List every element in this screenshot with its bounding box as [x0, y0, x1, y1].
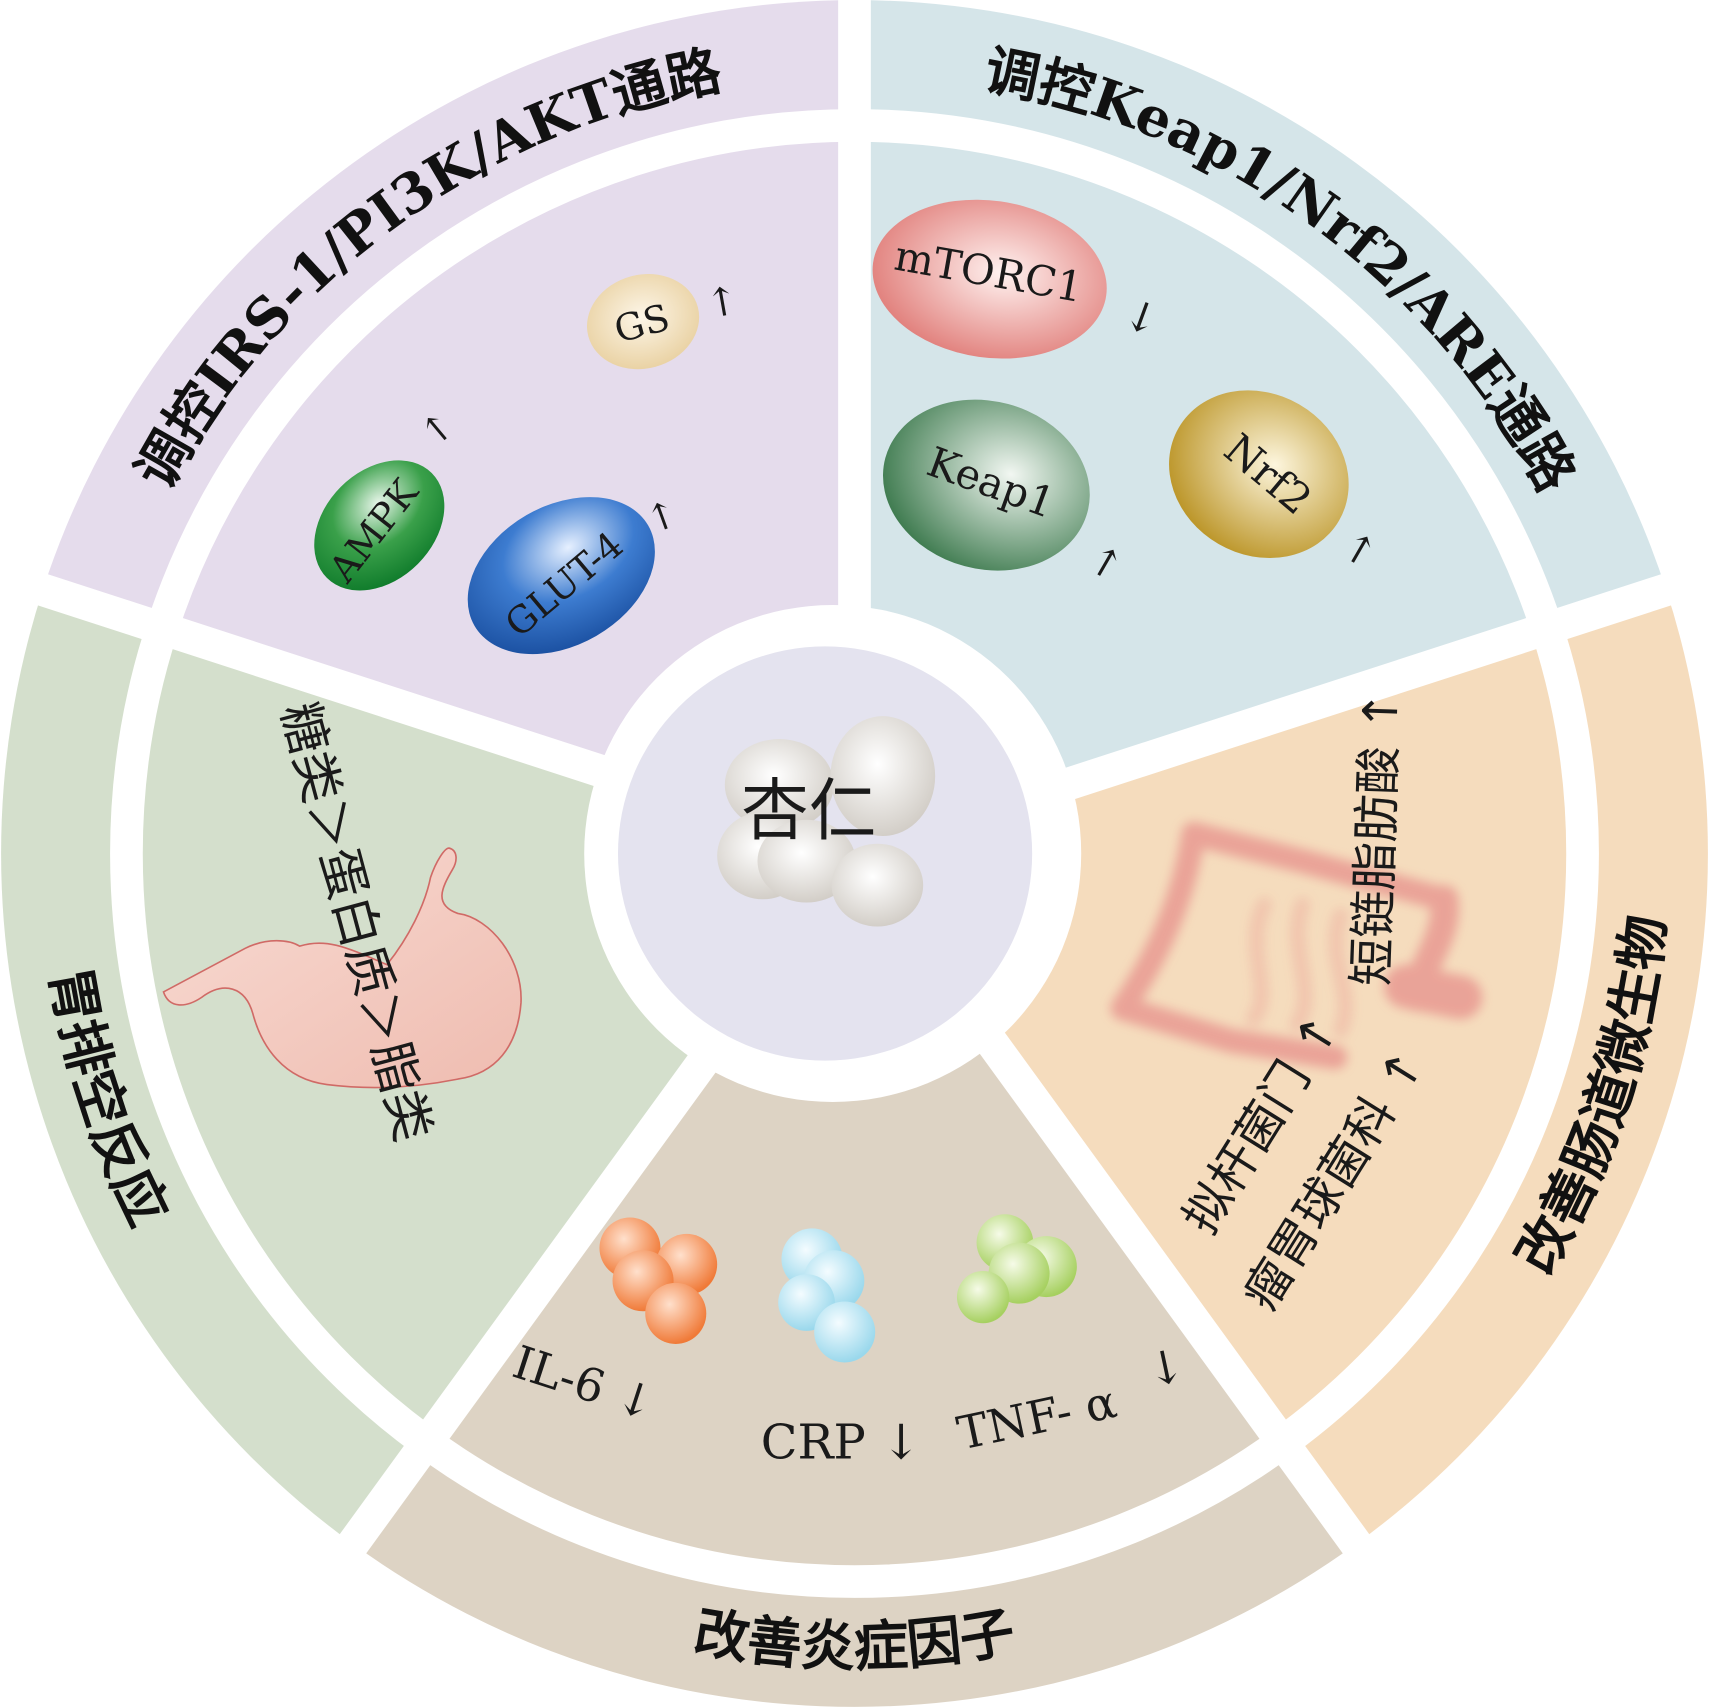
- gs-arrow: ↑: [702, 278, 742, 328]
- intestine-icon: [1110, 821, 1483, 1070]
- crp-cell-cluster-icon: [778, 1228, 876, 1363]
- stomach-icon: [162, 847, 522, 1089]
- gs-protein-icon: [586, 274, 700, 370]
- oxidative-sector-content: mTORC1 ↓ Keap1 ↑ Nrf2 ↑: [872, 199, 1384, 592]
- center-almond: 杏仁: [617, 646, 1033, 1061]
- mtorc1-protein-icon: [872, 199, 1107, 359]
- crp-label: CRP ↓: [761, 1414, 921, 1470]
- il6-cell-cluster-icon: [599, 1217, 718, 1344]
- ampk-protein-icon: [314, 460, 445, 591]
- tnf-cell-cluster-icon: [956, 1214, 1077, 1324]
- keap1-protein-icon: [883, 399, 1090, 571]
- nrf2-protein-icon: [1169, 390, 1349, 559]
- scfa-label: 短链脂肪酸 ↑: [1343, 690, 1409, 987]
- center-label: 杏仁: [741, 771, 876, 850]
- ring-divider: [110, 109, 1599, 1598]
- glut4-protein-icon: [467, 497, 655, 655]
- almond-icon: [717, 716, 936, 927]
